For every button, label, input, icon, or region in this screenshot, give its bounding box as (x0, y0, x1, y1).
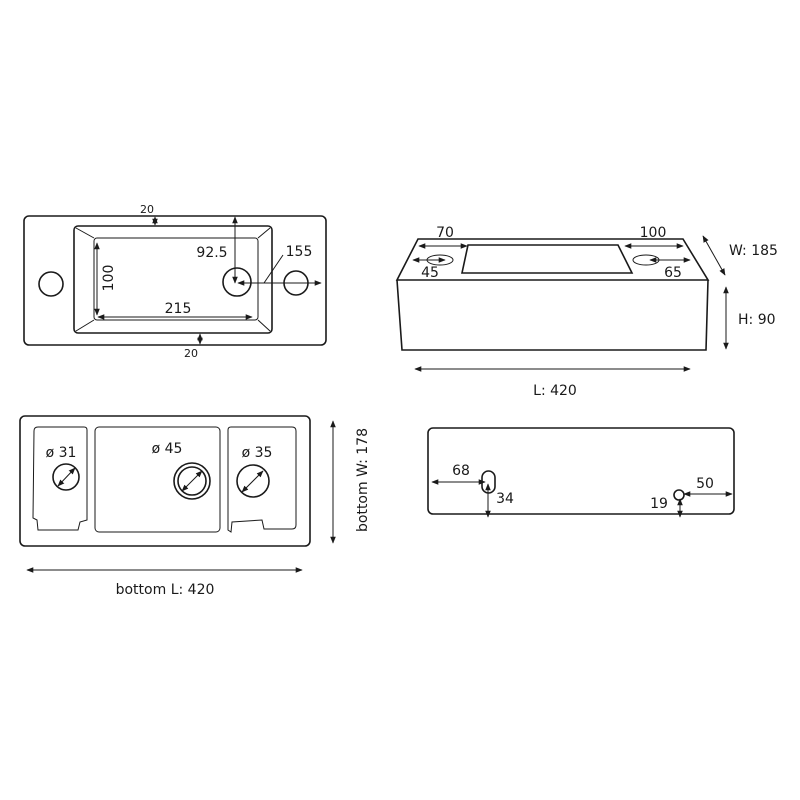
back-outline (427, 427, 735, 515)
left-hole (52, 463, 80, 491)
top-view: 20 20 92.5 155 100 215 (23, 203, 327, 360)
dim-left-hole-diameter: ø 31 (46, 445, 77, 461)
dim-slot-height: 34 (496, 491, 514, 507)
bottom-view: ø 31 ø 45 ø 35 bottom W: 178 bottom L: 4… (19, 415, 371, 598)
perspective-view: 70 100 45 65 W: 185 H: 90 L: 420 (395, 225, 778, 399)
dim-right-deck: 100 (640, 225, 667, 241)
basin-bevel (75, 227, 271, 332)
front-face (396, 279, 709, 351)
dim-length: L: 420 (533, 383, 577, 399)
back-view: 68 34 19 50 (427, 427, 735, 518)
basin-opening (461, 244, 634, 274)
right-compartment (227, 426, 297, 533)
dim-bottom-length: bottom L: 420 (116, 582, 215, 598)
left-tap-hole (38, 271, 64, 297)
dim-hole-height: 19 (650, 496, 668, 512)
dim-hole-offset: 50 (696, 476, 714, 492)
dim-basin-width: 100 (101, 265, 117, 292)
dim-tap-hole-offset: 155 (286, 244, 313, 260)
bottom-outline (19, 415, 311, 547)
dim-basin-length: 215 (165, 301, 192, 317)
dim-left-hole: 45 (421, 265, 439, 281)
dim-right-hole-diameter: ø 35 (242, 445, 273, 461)
drain-outer (173, 462, 211, 500)
dim-margin-bottom: 20 (184, 347, 198, 360)
dim-drain-offset: 92.5 (196, 245, 227, 261)
top-outline (23, 215, 327, 346)
dim-right-hole: 65 (664, 265, 682, 281)
basin-inner (93, 237, 259, 321)
dim-width: W: 185 (729, 243, 778, 259)
dim-drain-diameter: ø 45 (152, 441, 183, 457)
wall-hole (673, 489, 685, 501)
right-hole (236, 464, 270, 498)
dim-bottom-width: bottom W: 178 (355, 428, 371, 532)
left-compartment (32, 426, 88, 531)
basin-outer (73, 225, 273, 334)
middle-compartment (94, 426, 221, 533)
drain-hole (222, 267, 252, 297)
dim-left-deck: 70 (436, 225, 454, 241)
dim-slot-offset: 68 (452, 463, 470, 479)
dim-margin-top: 20 (140, 203, 154, 216)
drain-inner (177, 466, 207, 496)
dim-height: H: 90 (738, 312, 776, 328)
